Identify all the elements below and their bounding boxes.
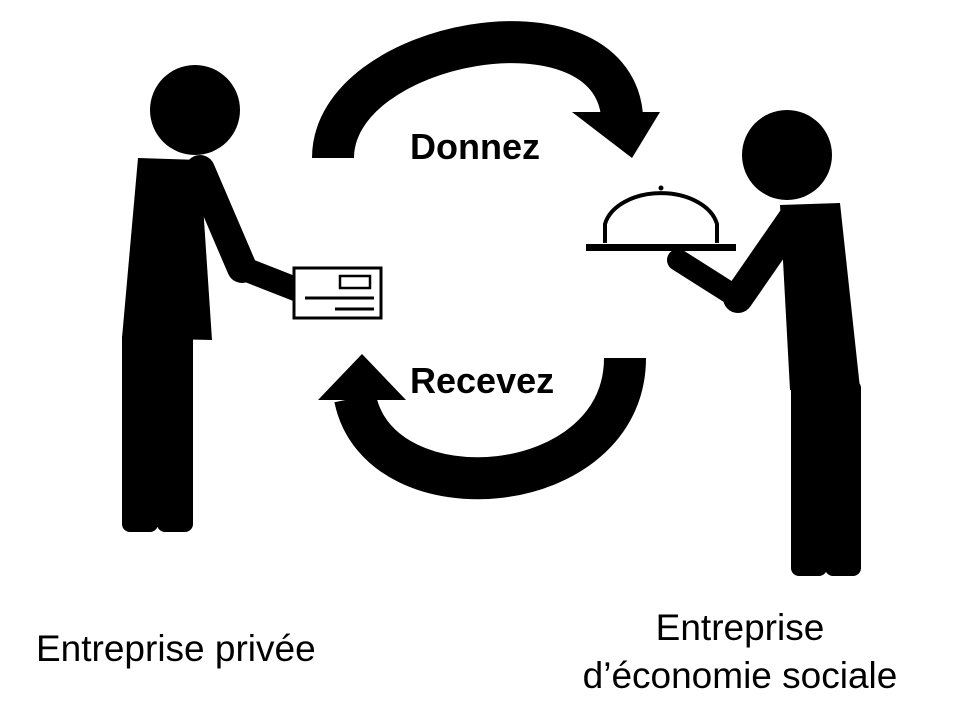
cheque-icon: [292, 266, 383, 320]
serving-cloche-icon: [586, 185, 736, 251]
give-label: Donnez: [410, 126, 540, 167]
receive-arrow: [318, 354, 646, 500]
give-arrow: [312, 21, 660, 160]
private-company-label: Entreprise privée: [36, 628, 316, 669]
social-economy-company-label: Entreprise d’économie sociale: [540, 604, 940, 700]
social-economy-label-line2: d’économie sociale: [582, 655, 898, 696]
social-economy-label-line1: Entreprise: [655, 607, 825, 648]
right-person-icon: [667, 110, 861, 576]
receive-label: Recevez: [410, 360, 555, 401]
left-person-icon: [122, 65, 310, 532]
